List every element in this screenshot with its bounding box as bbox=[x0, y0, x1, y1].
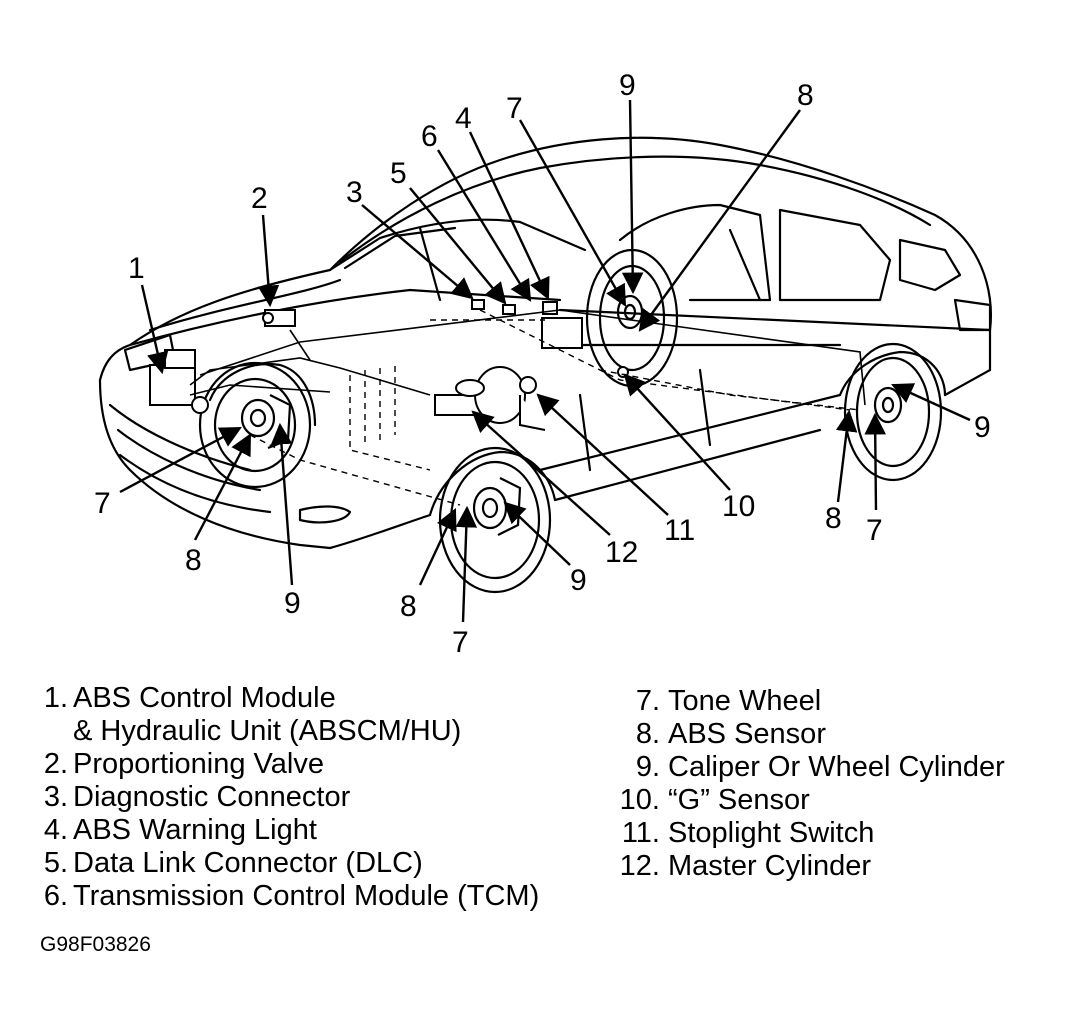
callout-5: 5 bbox=[390, 157, 407, 190]
legend-number: 1. bbox=[43, 682, 68, 714]
legend-item-9: 9. Caliper Or Wheel Cylinder bbox=[614, 751, 1005, 784]
legend-left-column: 1. ABS Control Module & Hydraulic Unit (… bbox=[36, 682, 539, 913]
transmission-control-module bbox=[541, 317, 583, 349]
legend-label: ABS Sensor bbox=[668, 718, 826, 750]
legend-number: 12. bbox=[619, 850, 660, 882]
legend-item-4: 4. ABS Warning Light bbox=[36, 814, 539, 847]
legend-number: 9. bbox=[635, 751, 660, 783]
callout-4: 4 bbox=[455, 102, 472, 135]
legend-label: Data Link Connector (DLC) bbox=[73, 847, 423, 879]
legend-label: Caliper Or Wheel Cylinder bbox=[668, 751, 1005, 783]
legend-number: 11. bbox=[621, 817, 660, 849]
legend-number: 4. bbox=[43, 814, 68, 846]
rear-right-wheel bbox=[843, 342, 943, 482]
stoplight-switch bbox=[519, 376, 546, 431]
legend-number: 10. bbox=[619, 784, 660, 816]
legend-item-8: 8. ABS Sensor bbox=[614, 718, 1005, 751]
legend-number: 2. bbox=[43, 748, 68, 780]
legend-item-11: 11. Stoplight Switch bbox=[614, 817, 1005, 850]
callout-7-front-left: 7 bbox=[94, 487, 111, 520]
legend-label: Transmission Control Module (TCM) bbox=[73, 880, 540, 912]
legend-item-1-continued: & Hydraulic Unit (ABSCM/HU) bbox=[36, 715, 539, 748]
callout-9-front-wheel: 9 bbox=[570, 564, 587, 597]
legend-label: ABS Control Module bbox=[73, 682, 336, 714]
legend-number: 6. bbox=[43, 880, 68, 912]
legend-label: ABS Warning Light bbox=[73, 814, 317, 846]
front-left-wheel bbox=[198, 361, 312, 489]
brake-lines bbox=[189, 309, 866, 406]
legend-number: 3. bbox=[43, 781, 68, 813]
legend-label: “G” Sensor bbox=[668, 784, 810, 816]
legend-label: Diagnostic Connector bbox=[73, 781, 351, 813]
legend-number: 7. bbox=[635, 685, 660, 717]
callout-11: 11 bbox=[664, 514, 695, 547]
legend-item-5: 5. Data Link Connector (DLC) bbox=[36, 847, 539, 880]
figure-code: G98F03826 bbox=[40, 933, 151, 956]
callout-2: 2 bbox=[251, 182, 268, 215]
callout-6: 6 bbox=[421, 120, 438, 153]
legend-item-12: 12. Master Cylinder bbox=[614, 850, 1005, 883]
front-right-wheel bbox=[438, 446, 552, 594]
callout-12: 12 bbox=[605, 536, 638, 569]
callout-9-rear: 9 bbox=[974, 411, 991, 444]
legend-number: 5. bbox=[43, 847, 68, 879]
callout-10: 10 bbox=[722, 490, 755, 523]
legend-item-2: 2. Proportioning Valve bbox=[36, 748, 539, 781]
legend-label: Stoplight Switch bbox=[668, 817, 875, 849]
callout-8-rear: 8 bbox=[825, 502, 842, 535]
callout-9-top: 9 bbox=[619, 69, 636, 102]
legend-label: Tone Wheel bbox=[668, 685, 822, 717]
legend-label: & Hydraulic Unit (ABSCM/HU) bbox=[73, 715, 462, 747]
callout-1: 1 bbox=[128, 252, 145, 285]
callout-7-front-wheel: 7 bbox=[452, 626, 469, 659]
legend-item-10: 10. “G” Sensor bbox=[614, 784, 1005, 817]
callout-9-front-left: 9 bbox=[284, 587, 301, 620]
callout-8-top: 8 bbox=[797, 79, 814, 112]
callout-7-rear: 7 bbox=[866, 514, 883, 547]
legend-item-1: 1. ABS Control Module bbox=[36, 682, 539, 715]
callout-numbers: 1 2 3 5 6 4 7 9 8 7 8 9 8 7 9 12 11 10 9… bbox=[94, 69, 991, 659]
dash-components bbox=[471, 299, 583, 349]
callout-3: 3 bbox=[346, 176, 363, 209]
abs-control-module-hydraulic-unit bbox=[149, 349, 209, 414]
leader-lines bbox=[119, 99, 971, 623]
car-abs-component-diagram: 1 2 3 5 6 4 7 9 8 7 8 9 8 7 9 12 11 10 9… bbox=[94, 69, 992, 659]
legend-right-column: 7. Tone Wheel 8. ABS Sensor 9. Caliper O… bbox=[614, 685, 1005, 883]
legend-label: Master Cylinder bbox=[668, 850, 872, 882]
callout-8-front-wheel: 8 bbox=[400, 590, 417, 623]
legend-item-7: 7. Tone Wheel bbox=[614, 685, 1005, 718]
master-cylinder-booster bbox=[434, 366, 526, 424]
legend-item-3: 3. Diagnostic Connector bbox=[36, 781, 539, 814]
callout-8-front-left: 8 bbox=[185, 544, 202, 577]
proportioning-valve bbox=[262, 309, 296, 327]
legend-number: 8. bbox=[635, 718, 660, 750]
legend-label: Proportioning Valve bbox=[73, 748, 324, 780]
legend-item-6: 6. Transmission Control Module (TCM) bbox=[36, 880, 539, 913]
callout-7-top: 7 bbox=[506, 92, 523, 125]
